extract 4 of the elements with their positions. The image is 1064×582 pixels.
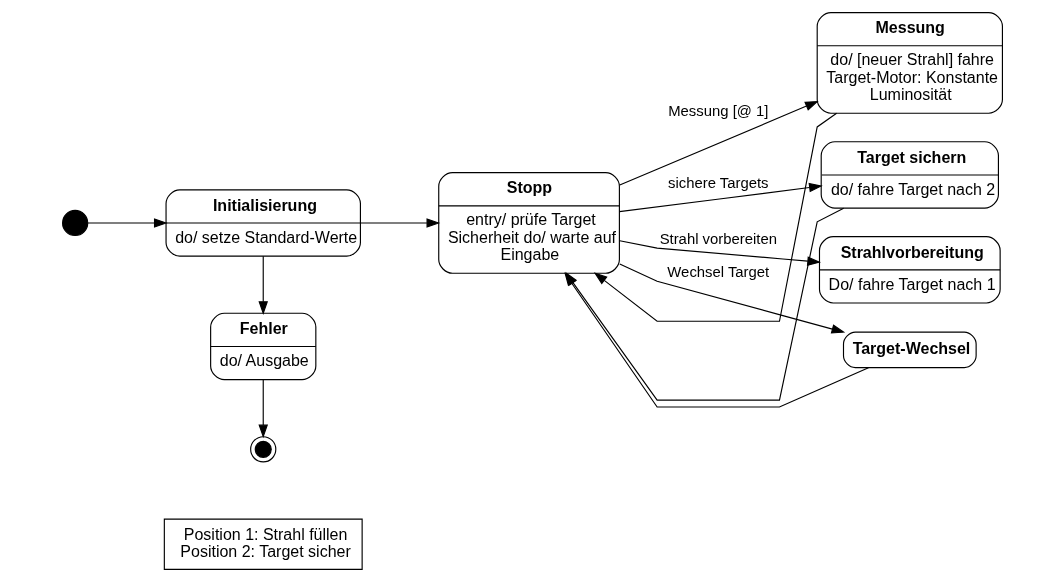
edge-label: Messung [@ 1] bbox=[667, 102, 768, 119]
edge-label: sichere Targets bbox=[667, 174, 769, 191]
edge-label: Strahl vorbereiten bbox=[659, 231, 777, 248]
edge-label: Wechsel Target bbox=[666, 264, 769, 281]
